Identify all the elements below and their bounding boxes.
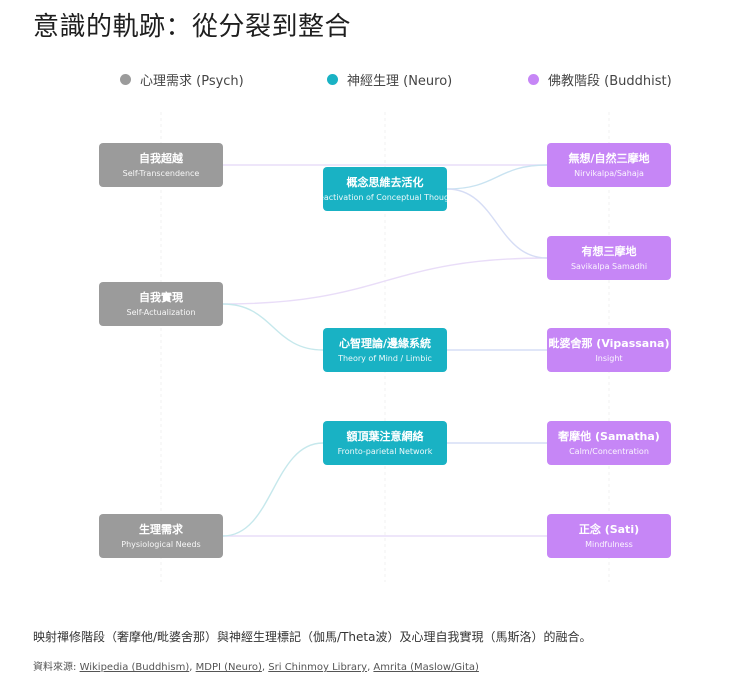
node-title: 生理需求 — [139, 522, 183, 536]
sources-separator: , — [367, 662, 374, 673]
source-link-wikipedia[interactable]: Wikipedia (Buddhism) — [79, 662, 190, 673]
node-theory-of-mind-limbic[interactable]: 心智理論/邊緣系統 Theory of Mind / Limbic — [323, 328, 447, 372]
node-subtitle: Mindfulness — [585, 539, 633, 549]
node-subtitle: Deactivation of Conceptual Thought — [323, 192, 447, 202]
node-title: 無想/自然三摩地 — [568, 151, 650, 165]
sources-separator: , — [261, 662, 269, 673]
node-savikalpa-samadhi[interactable]: 有想三摩地 Savikalpa Samadhi — [547, 236, 671, 280]
legend-item-psych: 心理需求 (Psych) — [120, 70, 244, 89]
node-self-actualization[interactable]: 自我實現 Self-Actualization — [99, 282, 223, 326]
source-link-amrita[interactable]: Amrita (Maslow/Gita) — [373, 662, 479, 673]
legend-label-buddhist: 佛教階段 (Buddhist) — [548, 74, 672, 89]
legend-dot-psych-icon — [120, 74, 131, 85]
node-title: 毗婆舍那 (Vipassana) — [548, 336, 670, 350]
node-title: 奢摩他 (Samatha) — [558, 429, 660, 443]
link-self-actualization-savikalpa — [222, 257, 548, 305]
node-title: 概念思維去活化 — [346, 175, 424, 189]
page-title: 意識的軌跡：從分裂到整合 — [33, 12, 352, 42]
source-link-sri-chinmoy[interactable]: Sri Chinmoy Library — [268, 662, 368, 673]
legend-dot-buddhist-icon — [528, 74, 539, 85]
node-sati[interactable]: 正念 (Sati) Mindfulness — [547, 514, 671, 558]
description-text: 映射禪修階段（奢摩他/毗婆舍那）與神經生理標記（伽馬/Theta波）及心理自我實… — [33, 630, 592, 644]
sources-prefix: 資料來源: — [33, 662, 80, 673]
node-nirvikalpa-sahaja[interactable]: 無想/自然三摩地 Nirvikalpa/Sahaja — [547, 143, 671, 187]
node-title: 正念 (Sati) — [578, 522, 640, 536]
node-subtitle: Theory of Mind / Limbic — [338, 353, 432, 363]
node-subtitle: Fronto-parietal Network — [337, 446, 433, 456]
node-subtitle: Calm/Concentration — [569, 446, 649, 456]
legend-dot-neuro-icon — [327, 74, 338, 85]
sources-separator: , — [189, 662, 196, 673]
link-physiological-fronto-parietal — [222, 442, 324, 537]
link-deactivation-savikalpa — [446, 188, 548, 259]
node-self-transcendence[interactable]: 自我超越 Self-Transcendence — [99, 143, 223, 187]
node-subtitle: Nirvikalpa/Sahaja — [574, 168, 644, 178]
sources-line: 資料來源: Wikipedia (Buddhism), MDPI (Neuro)… — [33, 658, 479, 673]
node-subtitle: Savikalpa Samadhi — [570, 261, 648, 271]
node-title: 額頂葉注意網絡 — [346, 429, 424, 443]
legend-item-neuro: 神經生理 (Neuro) — [327, 70, 452, 89]
node-title: 自我超越 — [139, 151, 183, 165]
link-deactivation-nirvikalpa — [446, 164, 548, 190]
node-title: 有想三摩地 — [581, 244, 637, 258]
legend-label-neuro: 神經生理 (Neuro) — [347, 74, 453, 89]
legend-label-psych: 心理需求 (Psych) — [140, 74, 244, 89]
node-subtitle: Self-Transcendence — [122, 168, 200, 178]
node-subtitle: Self-Actualization — [126, 307, 196, 317]
node-fronto-parietal-network[interactable]: 額頂葉注意網絡 Fronto-parietal Network — [323, 421, 447, 465]
source-link-mdpi[interactable]: MDPI (Neuro) — [195, 662, 262, 673]
node-title: 心智理論/邊緣系統 — [338, 336, 432, 350]
node-physiological-needs[interactable]: 生理需求 Physiological Needs — [99, 514, 223, 558]
node-subtitle: Insight — [595, 353, 623, 363]
node-vipassana[interactable]: 毗婆舍那 (Vipassana) Insight — [547, 328, 671, 372]
legend-item-buddhist: 佛教階段 (Buddhist) — [528, 70, 672, 89]
node-samatha[interactable]: 奢摩他 (Samatha) Calm/Concentration — [547, 421, 671, 465]
node-subtitle: Physiological Needs — [121, 539, 201, 549]
node-deactivation-conceptual-thought[interactable]: 概念思維去活化 Deactivation of Conceptual Thoug… — [323, 167, 447, 211]
link-self-actualization-theory-of-mind — [222, 303, 324, 351]
node-title: 自我實現 — [139, 290, 183, 304]
